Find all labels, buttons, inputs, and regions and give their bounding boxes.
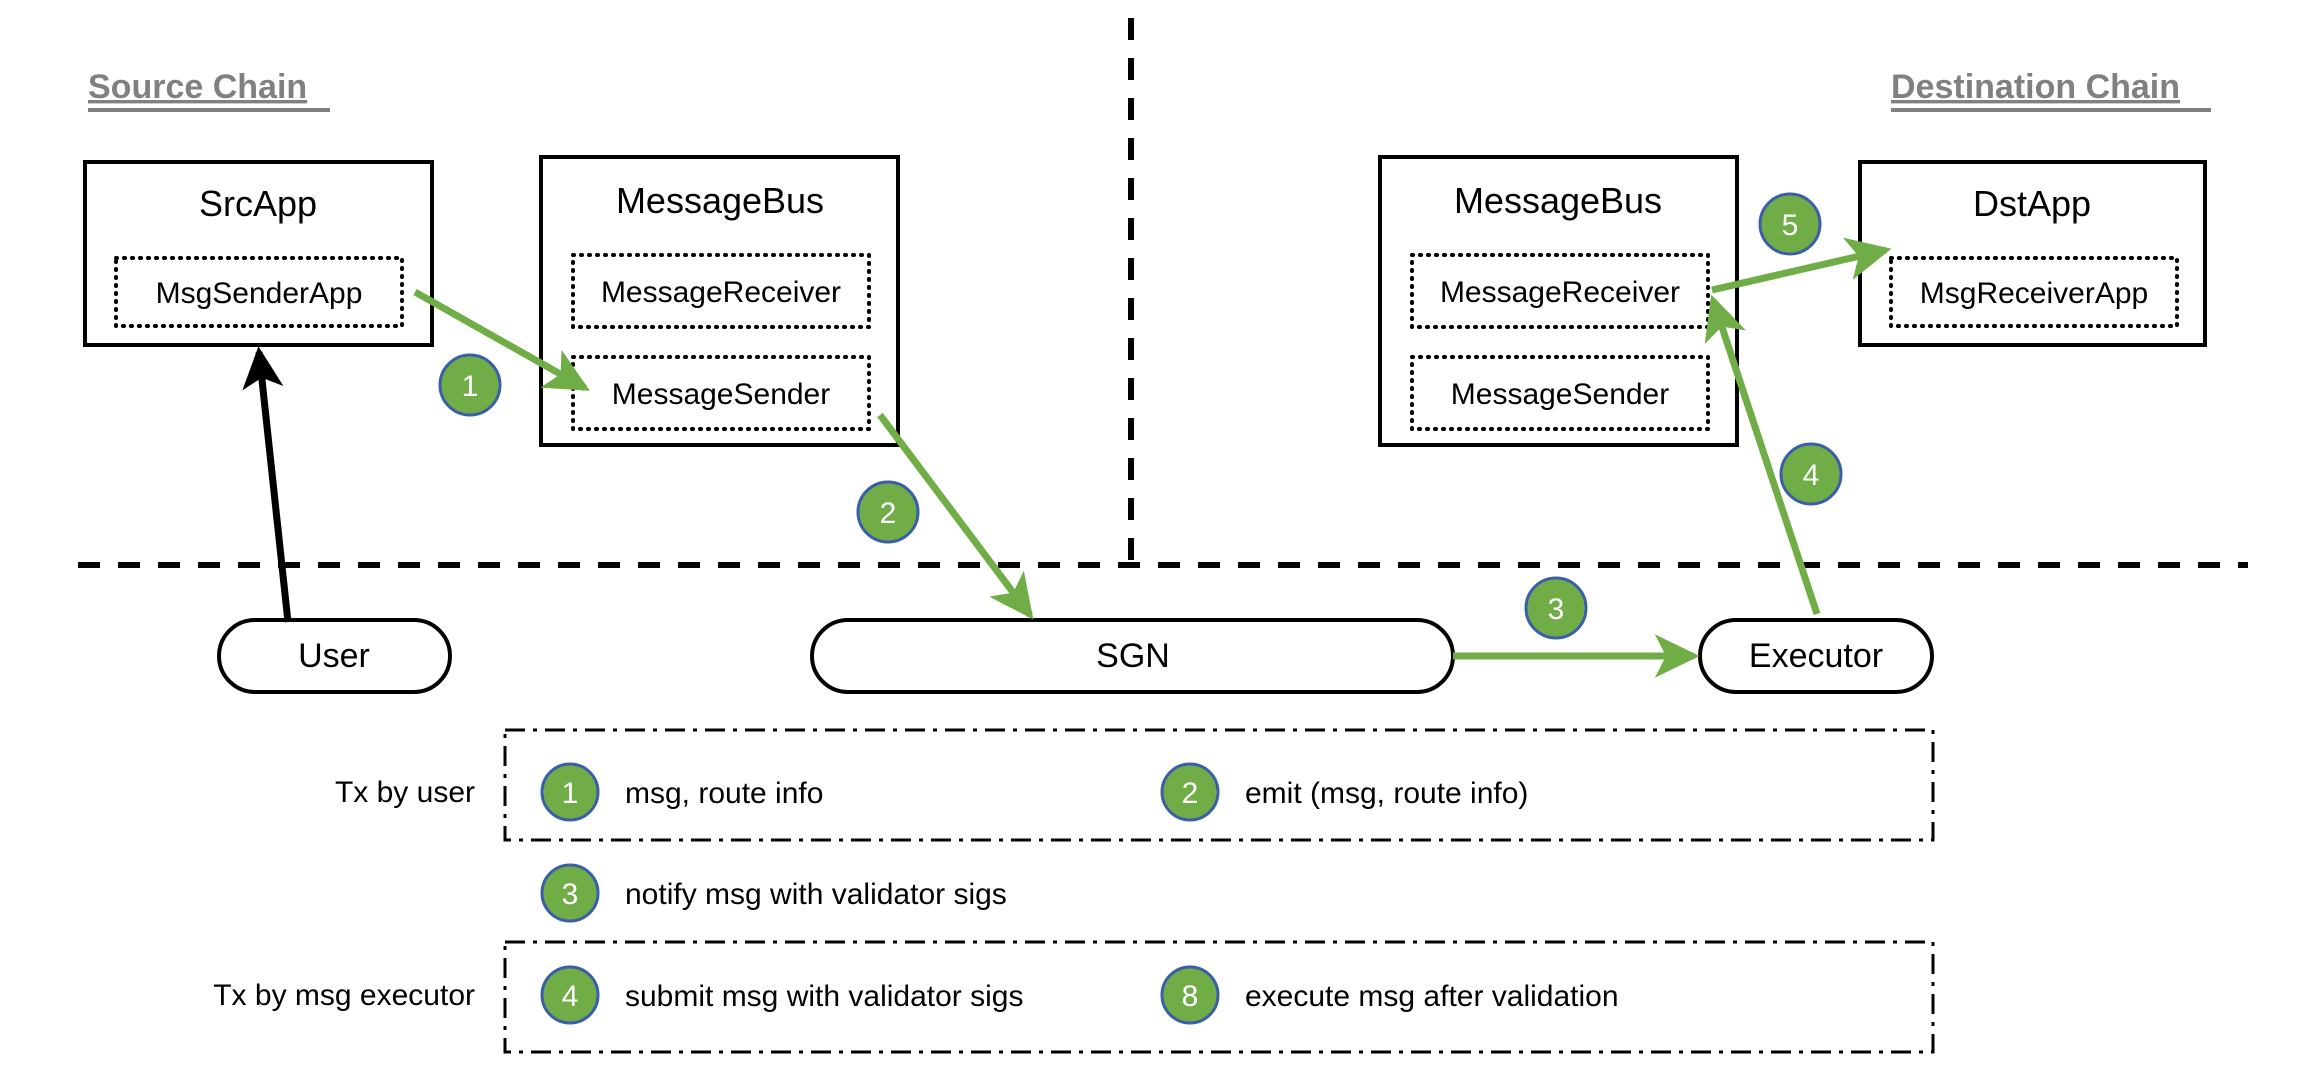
user-label: User [298, 637, 370, 675]
badge-1-number: 1 [462, 370, 479, 403]
dst-message-bus-title: MessageBus [1454, 180, 1662, 221]
arrow-user-to-src-app [242, 346, 292, 623]
badge-4[interactable]: 4 [1779, 442, 1843, 506]
destination-chain-label: Destination Chain [1891, 68, 2180, 106]
src-message-receiver-label: MessageReceiver [601, 276, 841, 309]
badge-3-circle [1524, 576, 1588, 640]
legend-badge-4-circle [540, 965, 600, 1025]
legend-item-1-text: msg, route info [625, 777, 823, 810]
source-chain-label: Source Chain [88, 68, 307, 106]
legend-item-3-text: notify msg with validator sigs [625, 878, 1007, 911]
legend-row-1-frame [503, 728, 1935, 842]
src-message-sender-box[interactable] [571, 355, 871, 431]
executor-pill[interactable] [1698, 618, 1934, 694]
dst-message-sender-label: MessageSender [1451, 378, 1669, 411]
legend-row-1-label: Tx by user [335, 776, 475, 809]
msg-sender-app-label: MsgSenderApp [156, 277, 363, 310]
legend-badge-2-circle [1160, 762, 1220, 822]
badge-5-number: 5 [1782, 209, 1799, 242]
msg-sender-app-box[interactable] [114, 256, 404, 328]
badge-5-circle [1758, 192, 1822, 256]
msg-receiver-app-box[interactable] [1889, 256, 2179, 328]
src-message-receiver-box[interactable] [571, 253, 871, 329]
legend-badge-3-circle [540, 863, 600, 923]
src-message-bus-title: MessageBus [616, 180, 824, 221]
arrow-5-messagereceiver-to-dstapp [1711, 237, 1892, 294]
executor-label: Executor [1749, 637, 1883, 675]
legend-badge-4-number: 4 [562, 980, 579, 1013]
src-app-title: SrcApp [199, 183, 317, 224]
legend-item-5[interactable]: 8 execute msg after validation [1160, 965, 1619, 1025]
badge-1-circle [438, 353, 502, 417]
badge-1[interactable]: 1 [438, 353, 502, 417]
legend-badge-5-number: 8 [1182, 980, 1199, 1013]
dst-app-title: DstApp [1973, 183, 2091, 224]
legend-item-1[interactable]: 1 msg, route info [540, 762, 823, 822]
legend-item-4-text: submit msg with validator sigs [625, 980, 1023, 1013]
legend-badge-1-circle [540, 762, 600, 822]
legend-badge-2-number: 2 [1182, 777, 1199, 810]
badge-4-number: 4 [1803, 459, 1820, 492]
legend-item-5-text: execute msg after validation [1245, 980, 1619, 1013]
src-message-sender-label: MessageSender [612, 378, 830, 411]
badge-3-number: 3 [1548, 593, 1565, 626]
badge-4-circle [1779, 442, 1843, 506]
legend-badge-5-circle [1160, 965, 1220, 1025]
legend-badge-1-number: 1 [562, 777, 579, 810]
legend-row-2-frame [503, 940, 1935, 1054]
msg-receiver-app-label: MsgReceiverApp [1920, 277, 2148, 310]
legend-row-2-label: Tx by msg executor [213, 979, 475, 1012]
badge-2-number: 2 [880, 497, 897, 530]
dst-message-sender-box[interactable] [1410, 355, 1710, 431]
badge-5[interactable]: 5 [1758, 192, 1822, 256]
dst-message-receiver-box[interactable] [1410, 253, 1710, 329]
legend-item-2-text: emit (msg, route info) [1245, 777, 1528, 810]
arrow-4-executor-to-messagereceiver [1704, 294, 1821, 616]
legend-item-3[interactable]: 3 notify msg with validator sigs [540, 863, 1007, 923]
badge-2[interactable]: 2 [856, 480, 920, 544]
dst-message-receiver-label: MessageReceiver [1440, 276, 1680, 309]
arrow-1-srcapp-to-messagesender [413, 288, 590, 392]
legend-item-4[interactable]: 4 submit msg with validator sigs [540, 965, 1023, 1025]
legend-item-2[interactable]: 2 emit (msg, route info) [1160, 762, 1528, 822]
arrow-2-messagesender-to-sgn [877, 412, 1034, 620]
badge-3[interactable]: 3 [1524, 576, 1588, 640]
user-pill[interactable] [217, 618, 452, 694]
badge-2-circle [856, 480, 920, 544]
legend-badge-3-number: 3 [562, 878, 579, 911]
sgn-label: SGN [1096, 637, 1170, 675]
